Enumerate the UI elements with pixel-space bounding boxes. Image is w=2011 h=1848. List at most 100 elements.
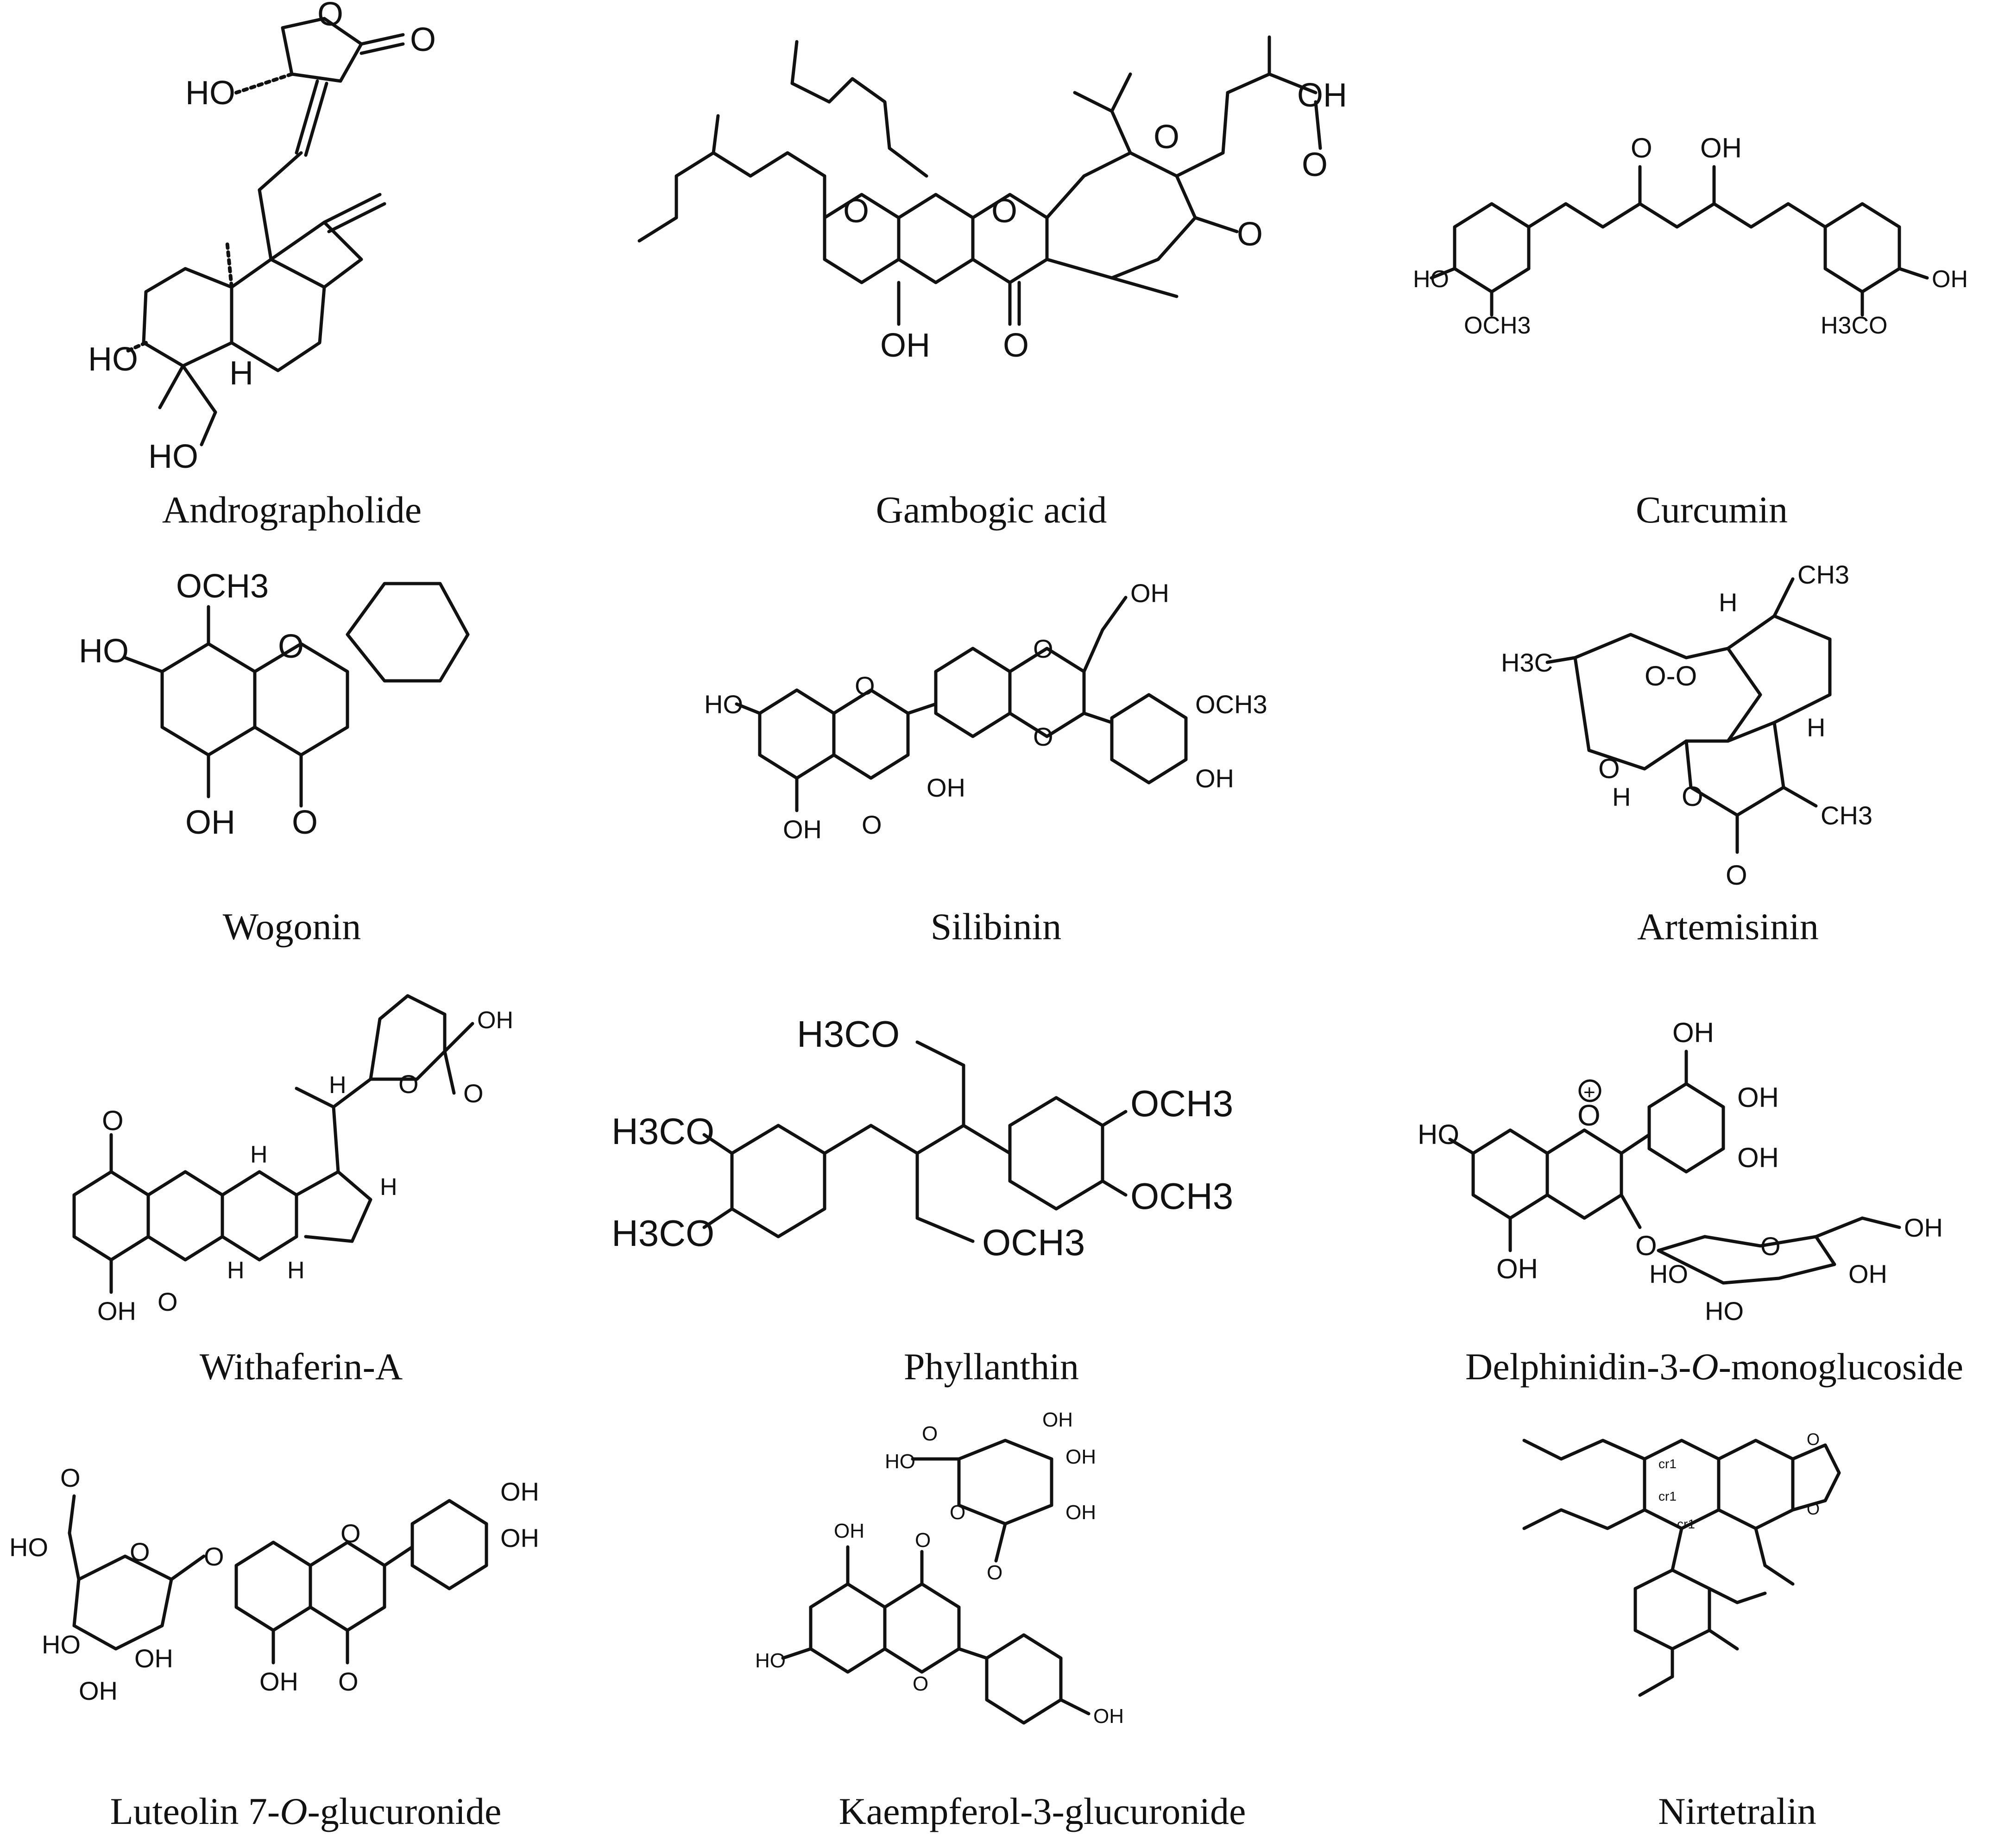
svg-text:OH: OH xyxy=(1130,578,1169,608)
structure-gambogic-acid: O OH O O OH O O O xyxy=(621,0,1362,472)
compound-name: Withaferin-A xyxy=(199,1345,403,1388)
compound-name: Gambogic acid xyxy=(876,489,1107,531)
svg-text:OH: OH xyxy=(783,815,822,844)
svg-text:O: O xyxy=(1577,1099,1601,1132)
svg-text:H: H xyxy=(1719,588,1737,617)
svg-text:HO: HO xyxy=(88,341,138,378)
svg-text:H: H xyxy=(329,1072,347,1099)
structure-wogonin: O O OCH3 HO OH xyxy=(60,565,523,899)
svg-text:O: O xyxy=(410,21,436,58)
svg-text:OH: OH xyxy=(1737,1142,1779,1173)
svg-text:HO: HO xyxy=(185,75,235,112)
compound-name: Nirtetralin xyxy=(1658,1790,1816,1832)
compound-name: Artemisinin xyxy=(1637,905,1819,948)
compound-name: Andrographolide xyxy=(162,489,422,531)
svg-text:OH: OH xyxy=(500,1523,539,1553)
svg-text:OCH3: OCH3 xyxy=(982,1222,1085,1263)
svg-text:OH: OH xyxy=(185,804,235,841)
svg-text:O: O xyxy=(1154,119,1179,156)
compound-name-prefix: Luteolin 7- xyxy=(110,1790,280,1832)
svg-text:CH3: CH3 xyxy=(1797,565,1849,589)
compound-name: Phyllanthin xyxy=(903,1345,1079,1388)
andrographolide-diagram: O O HO HO HO H xyxy=(88,0,436,472)
compound-curcumin: O OH HO OCH3 OH H3CO Curcumin xyxy=(1413,0,2011,547)
kaempferol-glucuronide-diagram: O HO O OH OH OH O O O OH HO xyxy=(755,1408,1124,1728)
svg-text:O: O xyxy=(1033,634,1053,663)
svg-text:OH: OH xyxy=(1042,1408,1073,1431)
svg-text:O: O xyxy=(1003,327,1029,364)
svg-text:OH: OH xyxy=(880,327,930,364)
svg-text:H3CO: H3CO xyxy=(797,1013,900,1055)
nirtetralin-diagram: O O cr1 cr1 cr1 xyxy=(1522,1430,1841,1697)
svg-text:cr1: cr1 xyxy=(1658,1457,1677,1471)
svg-text:O: O xyxy=(913,1672,928,1695)
luteolin-glucuronide-diagram: O O HO HO OH OH O O O OH OH OH xyxy=(9,1463,539,1705)
svg-text:O: O xyxy=(130,1537,150,1566)
structure-nirtetralin: O O cr1 cr1 cr1 xyxy=(1506,1408,1969,1769)
svg-text:OH: OH xyxy=(1195,764,1234,793)
svg-text:O: O xyxy=(1726,860,1747,891)
svg-text:O: O xyxy=(843,193,869,230)
compound-name: Curcumin xyxy=(1636,489,1788,531)
svg-text:O-O: O-O xyxy=(1645,660,1697,691)
svg-text:OH: OH xyxy=(927,773,965,802)
svg-text:OH: OH xyxy=(834,1520,864,1542)
svg-text:HO: HO xyxy=(1418,1119,1459,1150)
svg-text:H: H xyxy=(229,355,253,392)
svg-text:O: O xyxy=(463,1079,484,1108)
svg-text:OH: OH xyxy=(1932,266,1968,293)
artemisinin-diagram: O O-O O O CH3 H3C H H H CH3 xyxy=(1501,565,1872,891)
svg-text:O: O xyxy=(398,1069,419,1099)
svg-text:HO: HO xyxy=(148,438,198,472)
svg-text:O: O xyxy=(1598,753,1620,784)
svg-text:O: O xyxy=(102,1105,124,1136)
svg-text:OH: OH xyxy=(1065,1446,1096,1468)
svg-text:cr1: cr1 xyxy=(1677,1517,1695,1531)
svg-text:HO: HO xyxy=(1413,266,1449,293)
gambogic-acid-diagram: O OH O O OH O O O xyxy=(637,35,1347,364)
compound-delphinidin: O + OH OH OH HO OH O O OH HO xyxy=(1418,977,2011,1403)
delphinidin-diagram: O + OH OH OH HO OH O O OH HO xyxy=(1418,1017,1943,1326)
svg-text:H: H xyxy=(1807,713,1825,742)
svg-text:O: O xyxy=(1682,781,1703,812)
compound-name: Luteolin 7-O-glucuronide xyxy=(5,1792,607,1830)
svg-text:O: O xyxy=(855,671,875,700)
svg-text:H3CO: H3CO xyxy=(611,1111,714,1152)
compound-withaferin-a: O OH O OH O O H H H H H Withaferin-A xyxy=(46,977,556,1403)
svg-text:H3CO: H3CO xyxy=(611,1213,714,1254)
compound-name: Silibinin xyxy=(930,905,1062,948)
compound-gambogic-acid: O OH O O OH O O O xyxy=(621,0,1362,547)
compound-silibinin: O O O OH HO OH O OH OCH3 OH Sil xyxy=(695,565,1297,963)
svg-text:O: O xyxy=(158,1287,178,1316)
svg-text:H: H xyxy=(227,1257,245,1284)
compound-phyllanthin: OCH3 H3CO H3CO H3CO OCH3 OCH3 Phyllanthi… xyxy=(611,977,1371,1403)
compound-andrographolide: O O HO HO HO H xyxy=(83,0,500,547)
svg-text:OH: OH xyxy=(1700,132,1742,163)
svg-text:O: O xyxy=(991,193,1017,230)
svg-text:HO: HO xyxy=(885,1450,915,1473)
structure-delphinidin: O + OH OH OH HO OH O O OH HO xyxy=(1418,977,2011,1339)
compound-name-locant: O xyxy=(280,1790,308,1832)
svg-text:OH: OH xyxy=(1672,1017,1714,1048)
svg-text:OCH3: OCH3 xyxy=(1130,1175,1233,1217)
svg-text:CH3: CH3 xyxy=(1821,801,1872,830)
svg-text:OH: OH xyxy=(1065,1501,1096,1524)
svg-text:HO: HO xyxy=(755,1649,786,1672)
svg-text:O: O xyxy=(1760,1232,1781,1261)
structure-silibinin: O O O OH HO OH O OH OCH3 OH xyxy=(695,565,1297,899)
structure-andrographolide: O O HO HO HO H xyxy=(83,0,500,472)
svg-text:cr1: cr1 xyxy=(1658,1489,1677,1503)
compound-name-suffix: -monoglucoside xyxy=(1718,1345,1963,1388)
structure-curcumin: O OH HO OCH3 OH H3CO xyxy=(1413,0,2011,472)
compound-luteolin-glucuronide: O O HO HO OH OH O O O OH OH OH xyxy=(5,1408,607,1848)
svg-text:HO: HO xyxy=(9,1533,48,1562)
svg-text:O: O xyxy=(278,628,304,665)
svg-text:O: O xyxy=(317,0,343,33)
svg-text:HO: HO xyxy=(704,690,743,719)
svg-text:O: O xyxy=(1635,1230,1657,1261)
structure-luteolin-glucuronide: O O HO HO OH OH O O O OH OH OH xyxy=(5,1408,607,1769)
compound-name: Delphinidin-3-O-monoglucoside xyxy=(1418,1348,2011,1386)
svg-text:O: O xyxy=(862,810,882,839)
svg-text:OH: OH xyxy=(259,1667,298,1696)
svg-text:OCH3: OCH3 xyxy=(1130,1083,1233,1124)
